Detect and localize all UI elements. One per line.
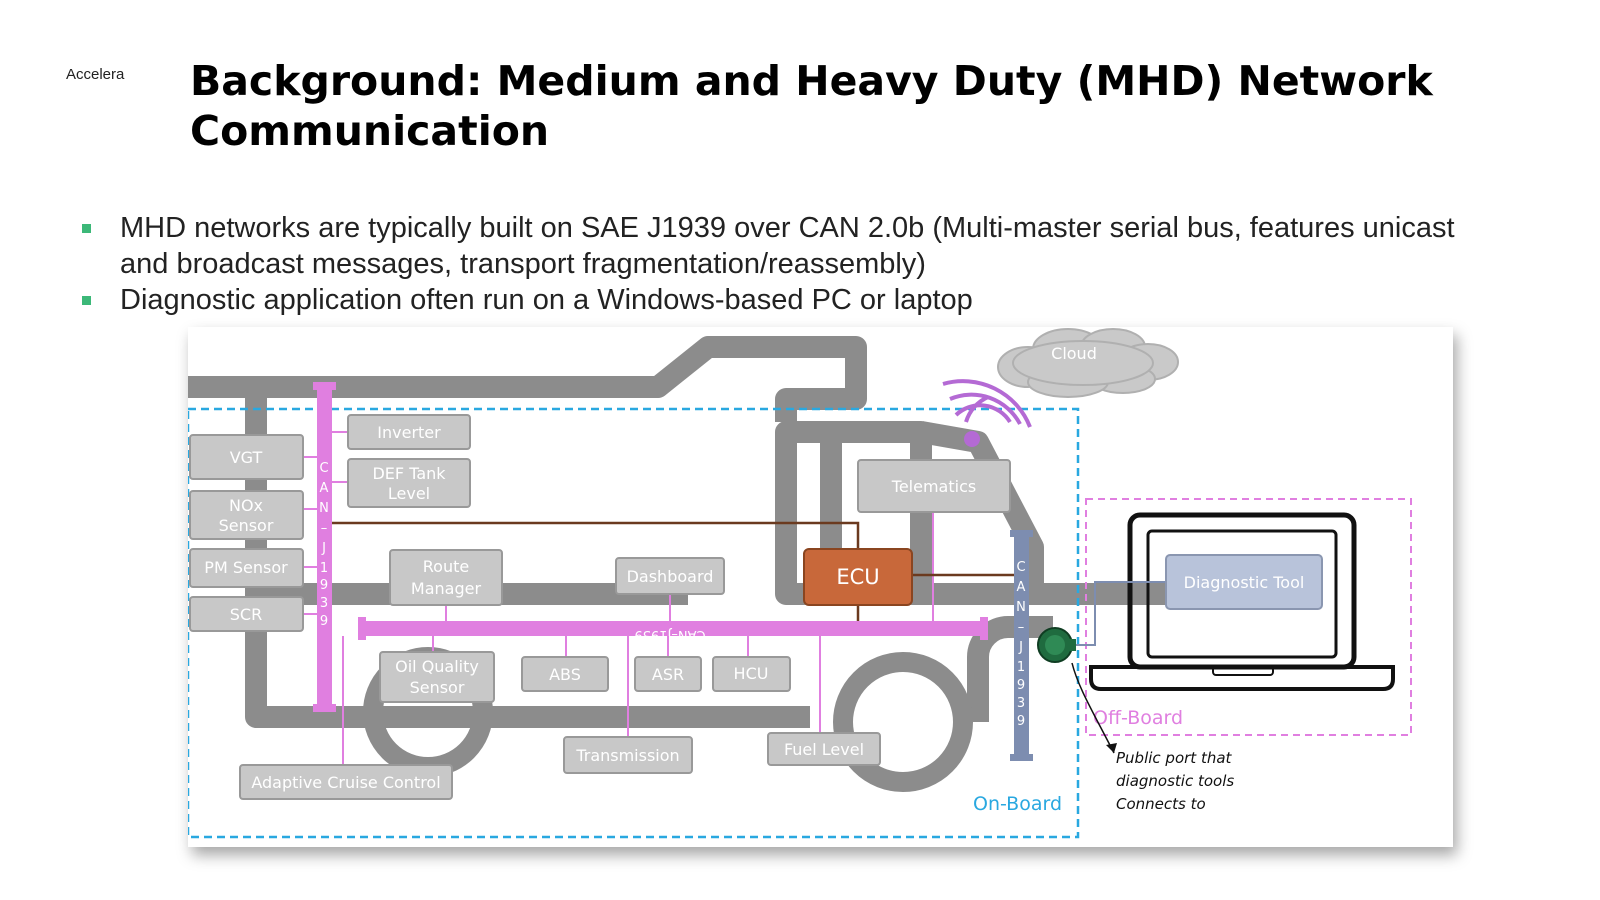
node-hcu-label: HCU: [734, 664, 769, 683]
bus-letter: –: [321, 521, 328, 536]
bus-connections: [303, 431, 934, 765]
bus-letter: 9: [320, 614, 328, 629]
node-oil-quality-label: Sensor: [410, 678, 465, 697]
bus-letter: 1: [320, 561, 328, 576]
node-pm-sensor-label: PM Sensor: [204, 558, 288, 577]
can-bus-left-label: C A N – J 1 9 3 9: [319, 461, 329, 629]
node-oil-quality-label: Oil Quality: [395, 657, 479, 676]
node-inverter: [347, 414, 471, 450]
bus-letter: N: [319, 501, 329, 516]
node-telematics-label: Telematics: [891, 477, 976, 496]
bus-letter: 9: [320, 578, 328, 593]
bus-letter: A: [320, 481, 329, 496]
can-bus-horizontal: [358, 621, 988, 636]
bus-letter: J: [321, 541, 326, 556]
bullet-item: MHD networks are typically built on SAE …: [82, 210, 1482, 282]
can-bus-vertical-left: [317, 382, 332, 712]
bus-letter: N: [1016, 600, 1026, 615]
can-bus-cap: [313, 382, 336, 390]
node-scr-label: SCR: [230, 605, 262, 624]
off-board-zone: [1085, 498, 1412, 736]
node-nox: [189, 490, 304, 540]
ecu-box: [803, 548, 913, 606]
can-bus-cap: [980, 617, 988, 640]
node-pm-sensor: [189, 548, 304, 588]
bullet-text: MHD networks are typically built on SAE …: [120, 212, 1455, 280]
can-bus-horizontal-label: CAN–J1939: [634, 627, 705, 642]
node-scr: [189, 596, 304, 632]
node-asr: [634, 656, 702, 692]
can-bus-obd-label: C A N – J 1 9 3 9: [1016, 560, 1026, 729]
node-telematics: [857, 459, 1011, 513]
node-fuel-level-label: Fuel Level: [784, 740, 864, 759]
bus-letter: 9: [1017, 714, 1025, 729]
laptop-icon: [1089, 512, 1395, 691]
can-bus-cap: [313, 704, 336, 712]
on-board-label: On-Board: [973, 793, 1062, 815]
wifi-icon: [942, 379, 1032, 447]
bullet-square-icon: [82, 224, 91, 233]
bullet-list: MHD networks are typically built on SAE …: [82, 210, 1482, 318]
diagnostic-tool-label: Diagnostic Tool: [1184, 573, 1305, 592]
network-diagram-figure: On-Board Off-Board Cloud C A N – J 1 9 3…: [183, 327, 1453, 847]
node-vgt-label: VGT: [230, 448, 263, 467]
bullet-item: Diagnostic application often run on a Wi…: [82, 282, 1482, 318]
node-route-manager: [389, 549, 503, 606]
node-vgt: [189, 434, 304, 480]
node-route-manager-label: Manager: [411, 579, 482, 598]
node-dashboard-label: Dashboard: [627, 567, 714, 586]
bus-letter: 3: [1017, 696, 1025, 711]
diagnostic-tool-box: [1165, 554, 1323, 610]
node-oil-quality: [379, 651, 495, 703]
bus-letter: 1: [1017, 660, 1025, 675]
can-bus-cap: [1010, 754, 1033, 761]
node-nox-label: Sensor: [219, 516, 274, 535]
bullet-text: Diagnostic application often run on a Wi…: [120, 284, 973, 316]
node-asr-label: ASR: [652, 665, 684, 684]
bullet-square-icon: [82, 296, 91, 305]
bus-letter: A: [1017, 580, 1026, 595]
bus-letter: 9: [1017, 678, 1025, 693]
port-annotation-text: diagnostic tools: [1116, 772, 1234, 790]
node-route-manager-label: Route: [423, 557, 469, 576]
node-abs: [521, 656, 609, 692]
bus-letter: C: [319, 461, 328, 476]
off-board-label: Off-Board: [1093, 707, 1183, 729]
node-adaptive-cruise-control: [239, 764, 453, 800]
on-board-zone: [186, 407, 1080, 839]
port-annotation-arrow: [1071, 662, 1117, 754]
ecu-wires: [332, 521, 1014, 621]
node-nox-label: NOx: [229, 496, 263, 515]
node-fuel-level: [767, 732, 881, 766]
can-bus-cap: [1010, 530, 1033, 537]
brand-label: Accelera: [66, 66, 125, 83]
bus-letter: –: [1018, 620, 1025, 635]
port-annotation-text: Public port that: [1116, 749, 1233, 767]
bus-letter: J: [1018, 640, 1023, 655]
node-def-tank-label: DEF Tank: [372, 464, 446, 483]
node-inverter-label: Inverter: [377, 423, 441, 442]
node-def-tank-label: Level: [388, 484, 430, 503]
node-transmission-label: Transmission: [575, 746, 679, 765]
obd-port-icon: [1037, 627, 1076, 663]
node-transmission: [563, 736, 693, 774]
can-bus-cap: [358, 617, 366, 640]
bus-letter: C: [1016, 560, 1025, 575]
cloud-icon: [997, 328, 1179, 398]
network-diagram: On-Board Off-Board Cloud C A N – J 1 9 3…: [183, 328, 1412, 839]
can-bus-vertical-obd: [1014, 535, 1029, 757]
port-annotation-text: Connects to: [1116, 795, 1206, 813]
bus-letter: 3: [320, 596, 328, 611]
cloud-label: Cloud: [1051, 344, 1097, 363]
node-dashboard: [615, 557, 725, 595]
ecu-label: ECU: [836, 565, 879, 589]
diagnostic-cable: [1076, 581, 1166, 646]
node-adaptive-cruise-control-label: Adaptive Cruise Control: [251, 773, 440, 792]
node-hcu: [712, 656, 791, 692]
node-abs-label: ABS: [549, 665, 581, 684]
slide-title: Background: Medium and Heavy Duty (MHD) …: [190, 57, 1433, 155]
node-def-tank: [347, 458, 471, 508]
